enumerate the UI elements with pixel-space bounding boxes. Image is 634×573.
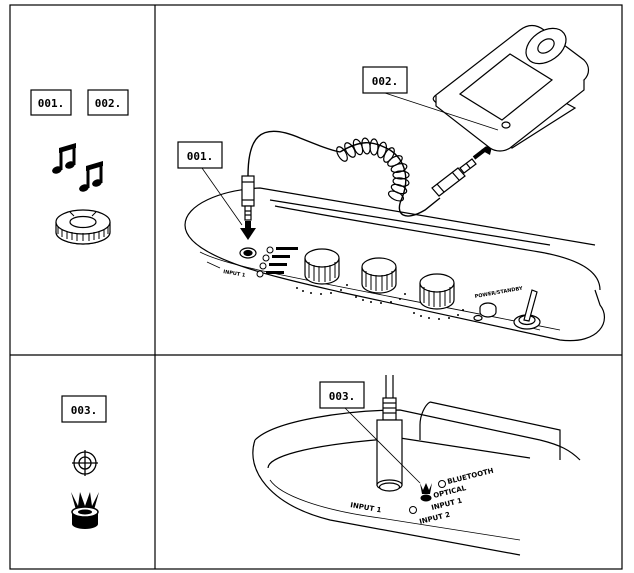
music-notes-icon <box>52 143 103 192</box>
label-bluetooth: BLUETOOTH <box>447 467 495 486</box>
label-003-left-text: 003. <box>71 404 98 417</box>
audio-plug-speaker <box>241 175 255 221</box>
label-003-callout-text: 003. <box>329 390 356 403</box>
label-001-left-text: 001. <box>38 97 65 110</box>
light-burst-icon <box>71 492 99 529</box>
media-player <box>432 24 590 152</box>
label-002-callout-text: 002. <box>372 75 399 88</box>
label-input-1-jack: INPUT 1 <box>350 501 382 514</box>
label-box-002-callout: 002. <box>362 66 499 131</box>
toggle-switch <box>513 289 541 330</box>
label-box-001-callout: 001. <box>177 141 243 226</box>
knob-volume <box>296 248 348 295</box>
led-labels <box>266 247 298 274</box>
input-indicators <box>409 480 446 514</box>
power-standby-label: POWER/STANDBY <box>474 286 523 300</box>
label-box-003-callout: 003. <box>319 381 421 484</box>
grid-frame <box>9 4 623 570</box>
power-standby-button <box>473 302 497 322</box>
audio-plug-player <box>431 158 477 197</box>
knob-bass <box>355 257 406 304</box>
optical-plug <box>376 375 403 492</box>
coiled-cable <box>247 130 441 217</box>
label-box-002-left: 002. <box>87 89 129 116</box>
input-jack <box>239 247 257 259</box>
label-input-2: INPUT 2 <box>419 511 451 526</box>
led-indicators <box>256 246 274 278</box>
label-box-003-left: 003. <box>61 395 107 423</box>
speaker-body-bottom <box>252 401 581 556</box>
knurled-ring-icon <box>55 209 111 245</box>
label-optical: OPTICAL <box>433 484 468 500</box>
input-jack-label: INPUT 1 <box>223 269 247 279</box>
label-002-left-text: 002. <box>95 97 122 110</box>
label-box-001-left: 001. <box>30 89 72 116</box>
arrow-down-icon <box>240 221 256 240</box>
label-001-callout-text: 001. <box>187 150 214 163</box>
knob-treble <box>413 273 464 320</box>
target-icon <box>72 450 98 476</box>
